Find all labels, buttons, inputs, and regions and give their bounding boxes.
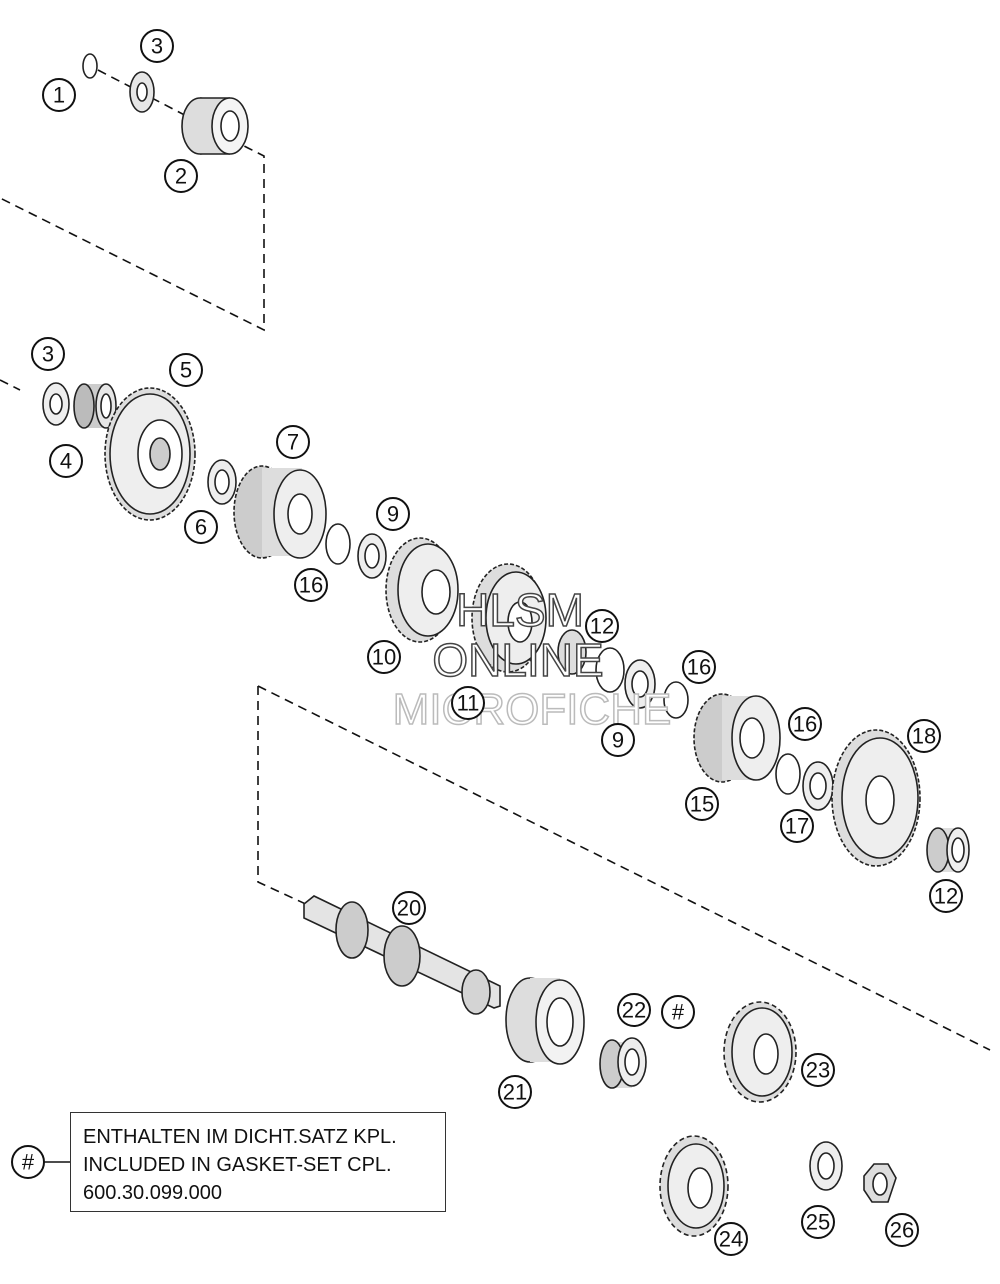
callout-1-text: 1 — [53, 83, 65, 108]
callout-1: 1 — [42, 78, 76, 112]
callout-17-text: 17 — [785, 814, 809, 839]
callout-9-upper-text: 9 — [387, 502, 399, 527]
part-sprocket-24 — [659, 1135, 729, 1237]
callout-21: 21 — [498, 1075, 532, 1109]
callout-20: 20 — [392, 891, 426, 925]
part-washer-middle — [42, 382, 70, 426]
callout-6-text: 6 — [195, 515, 207, 540]
callout-15-text: 15 — [690, 792, 714, 817]
callout-4: 4 — [49, 444, 83, 478]
assembly-guide-lines — [0, 69, 991, 1051]
part-needle-bearing — [73, 383, 117, 429]
part-washer-6 — [207, 459, 237, 505]
callout-7: 7 — [276, 425, 310, 459]
callout-16-lower: 16 — [788, 707, 822, 741]
callout-16-upper: 16 — [294, 568, 328, 602]
callout-5: 5 — [169, 353, 203, 387]
callout-12-upper: 12 — [585, 609, 619, 643]
callout-12-lower: 12 — [929, 879, 963, 913]
callout-10: 10 — [367, 640, 401, 674]
callout-5-text: 5 — [180, 358, 192, 383]
part-gear-15 — [693, 693, 781, 783]
part-sprocket-23 — [723, 1001, 797, 1103]
part-bush-and-rings — [557, 629, 689, 719]
callout-22: 22 — [617, 993, 651, 1027]
callout-17: 17 — [780, 809, 814, 843]
callout-16-middle: 16 — [682, 650, 716, 684]
part-gear-10 — [385, 537, 459, 643]
callout-12-lower-text: 12 — [934, 884, 958, 909]
legend-part-number: 600.30.099.000 — [83, 1182, 223, 1204]
callout-6: 6 — [184, 510, 218, 544]
callout-7-text: 7 — [287, 430, 299, 455]
callout-11: 11 — [451, 686, 485, 720]
callout-26: 26 — [885, 1213, 919, 1247]
callout-22-text: 22 — [622, 998, 646, 1023]
watermark: HLSM ONLINE MICROFICHE — [392, 583, 672, 735]
callout-25: 25 — [801, 1205, 835, 1239]
callout-hash-legend-text: # — [22, 1150, 35, 1175]
callout-15: 15 — [685, 787, 719, 821]
legend-box: ENTHALTEN IM DICHT.SATZ KPL. INCLUDED IN… — [70, 1112, 446, 1212]
watermark-line-3: MICROFICHE — [393, 685, 672, 734]
callout-4-text: 4 — [60, 449, 72, 474]
callout-16-lower-text: 16 — [793, 712, 817, 737]
part-washer-top — [129, 71, 155, 113]
callout-2: 2 — [164, 159, 198, 193]
part-lock-washer — [809, 1141, 843, 1191]
part-circlip — [82, 53, 98, 79]
part-gear-18 — [831, 729, 921, 867]
callout-16-upper-text: 16 — [299, 573, 323, 598]
callout-21-text: 21 — [503, 1080, 527, 1105]
callout-3-top: 3 — [140, 29, 174, 63]
callout-24-text: 24 — [719, 1227, 743, 1252]
callout-23-text: 23 — [806, 1058, 830, 1083]
watermark-line-2: ONLINE — [432, 634, 603, 686]
callout-hash-diagram: # — [661, 995, 695, 1029]
callout-16-middle-text: 16 — [687, 655, 711, 680]
callout-18: 18 — [907, 719, 941, 753]
callout-11-text: 11 — [457, 691, 480, 716]
callout-9-lower: 9 — [601, 723, 635, 757]
part-rings-group-b — [775, 753, 834, 811]
part-shaft-seal — [599, 1037, 647, 1089]
callout-18-text: 18 — [912, 724, 936, 749]
callout-20-text: 20 — [397, 896, 421, 921]
part-ball-bearing-lower — [505, 977, 585, 1065]
part-gear-11 — [471, 563, 547, 673]
callout-9-upper: 9 — [376, 497, 410, 531]
callout-24: 24 — [714, 1222, 748, 1256]
callout-3-middle: 3 — [31, 337, 65, 371]
legend-line-german: ENTHALTEN IM DICHT.SATZ KPL. — [83, 1126, 397, 1148]
callout-25-text: 25 — [806, 1210, 830, 1235]
part-rings-group-a — [325, 523, 387, 579]
callout-2-text: 2 — [175, 164, 187, 189]
callout-hash-legend: # — [11, 1145, 45, 1179]
callout-10-text: 10 — [372, 645, 396, 670]
part-gear-5 — [104, 387, 196, 521]
callout-hash-diagram-text: # — [672, 1000, 685, 1025]
part-gear-7 — [233, 465, 327, 559]
part-nut — [863, 1163, 897, 1203]
callout-23: 23 — [801, 1053, 835, 1087]
callout-3-top-text: 3 — [151, 34, 163, 59]
part-main-shaft — [303, 895, 501, 1015]
callouts: 1 3 2 3 5 4 7 6 9 16 10 11 12 16 9 16 18… — [11, 29, 963, 1256]
callout-12-upper-text: 12 — [590, 614, 614, 639]
watermark-line-1: HLSM — [456, 584, 584, 636]
legend-line-english: INCLUDED IN GASKET-SET CPL. — [83, 1154, 392, 1176]
callout-3-middle-text: 3 — [42, 342, 54, 367]
callout-26-text: 26 — [890, 1218, 914, 1243]
part-ball-bearing-top — [181, 97, 249, 155]
callout-9-lower-text: 9 — [612, 728, 624, 753]
part-bush-lower — [926, 827, 970, 873]
